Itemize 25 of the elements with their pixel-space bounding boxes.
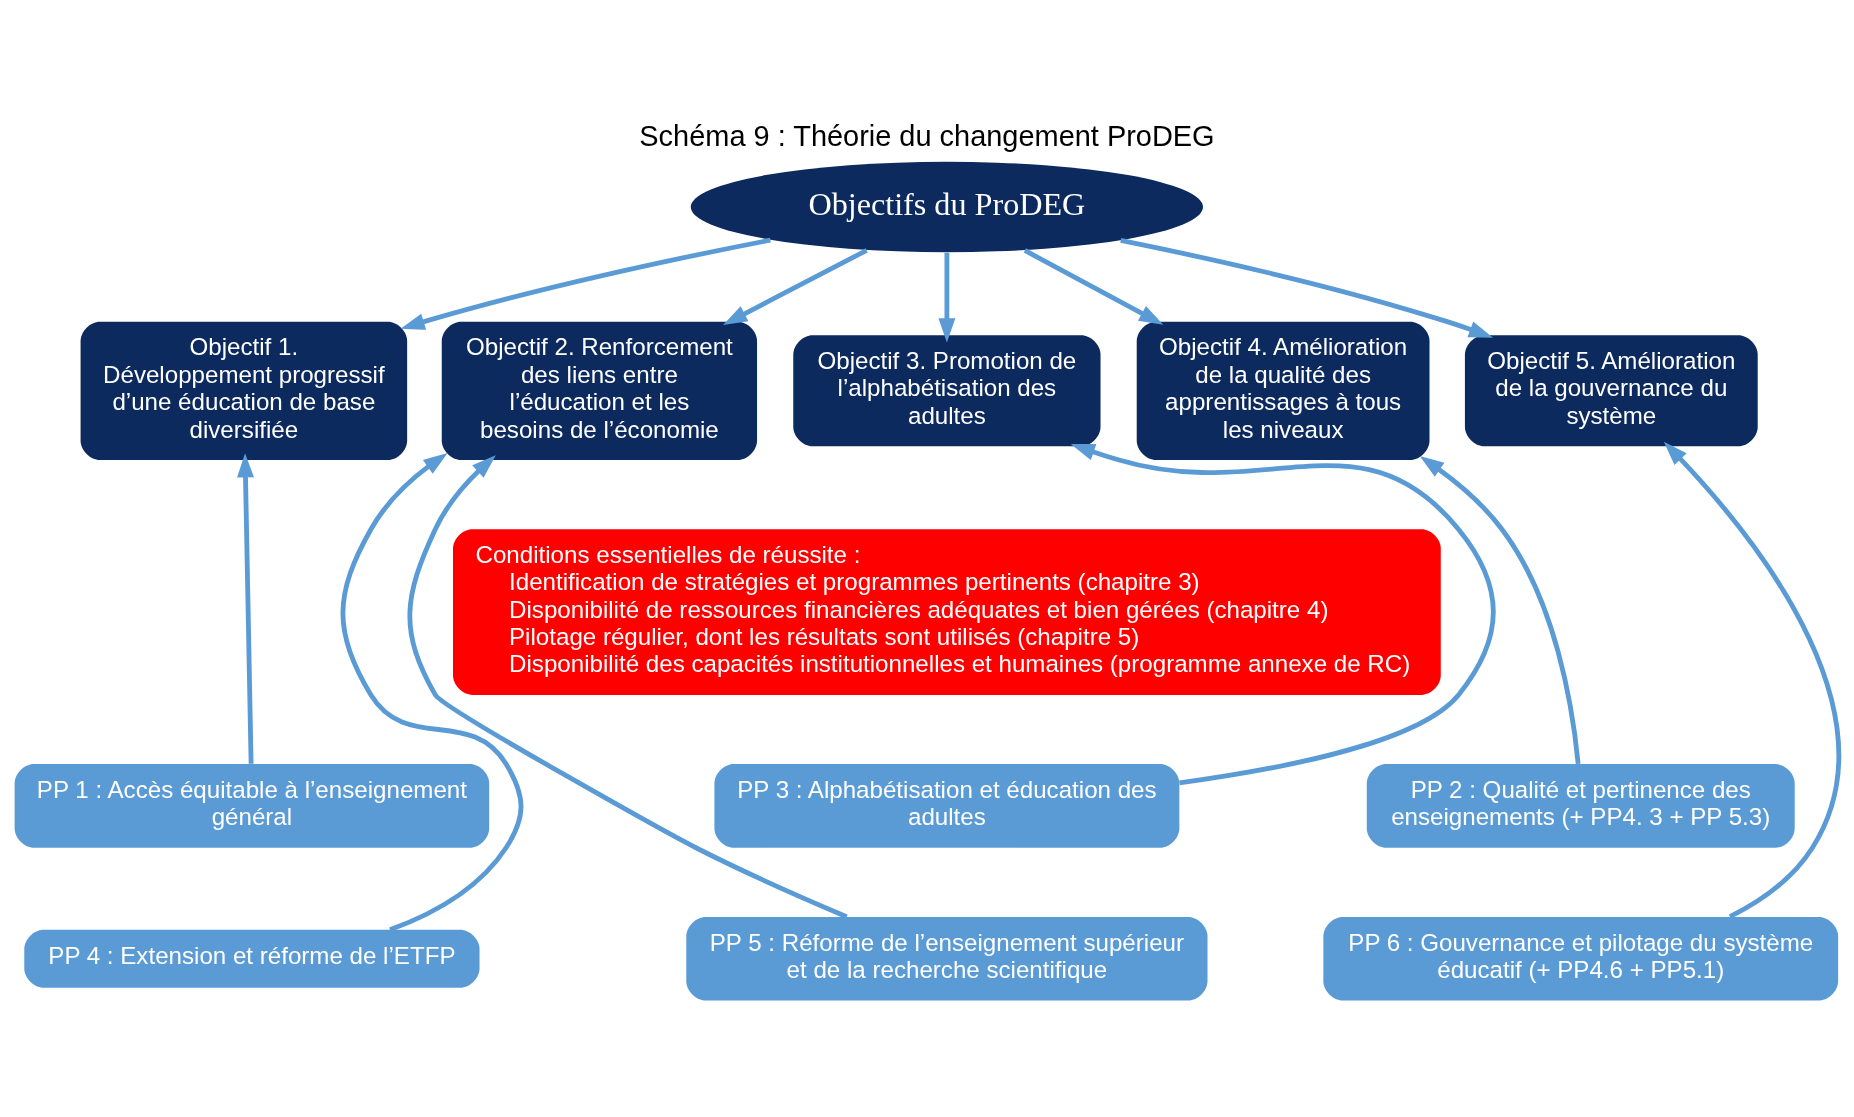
node-ellipse: Objectifs du ProDEG [690,161,1203,253]
arrow [1070,444,1496,786]
node-box: Objectif 3. Promotion de l’alphabétisation des adultes [793,335,1101,447]
arrow [938,252,956,343]
node-box: Objectif 4. Amélioration de la qualité des apprentissages à tous les niveaux [1136,321,1430,460]
arrow [1663,441,1841,919]
node-box: PP 2 : Qualité et pertinence des enseignements (+ PP4. 3 + PP 5.3) [1366,764,1795,848]
node-box: PP 4 : Extension et réforme de l’ETFP [24,929,480,988]
arrow [1419,456,1581,765]
arrow [237,453,254,764]
diagram-title: Schéma 9 : Théorie du changement ProDEG [639,120,1215,153]
node-box: Objectif 1. Développement progressif d’une éducation de base diversifiée [80,321,408,460]
node-box: Conditions essentielles de réussite : Identification de stratégies et programmes pertinents (chapitre 3) Disponibilité de ressources financières adéquates et bien gérées (chapitre 4) Pilotage régulier, dont les résultats sont utilisés (chapitre 5) Disponibilité des capacités institutionnelles et humaines (programme annexe de RC) [453,529,1441,695]
node-box: Objectif 2. Renforcement des liens entre l’éducation et les besoins de l’économie [441,321,758,460]
node-box: Objectif 5. Amélioration de la gouvernance du système [1464,335,1758,447]
node-box: PP 6 : Gouvernance et pilotage du système éducatif (+ PP4.6 + PP5.1) [1323,916,1839,1001]
arrow [340,452,524,932]
arrow [407,455,848,919]
arrow [1120,238,1494,338]
node-box: PP 1 : Accès équitable à l’enseignement général [14,764,490,848]
node-box: PP 3 : Alphabétisation et éducation des adultes [714,764,1180,848]
arrow [723,248,868,325]
arrow [400,237,771,330]
arrow [1023,248,1164,325]
node-box: PP 5 : Réforme de l’enseignement supérieur et de la recherche scientifique [686,916,1208,1001]
